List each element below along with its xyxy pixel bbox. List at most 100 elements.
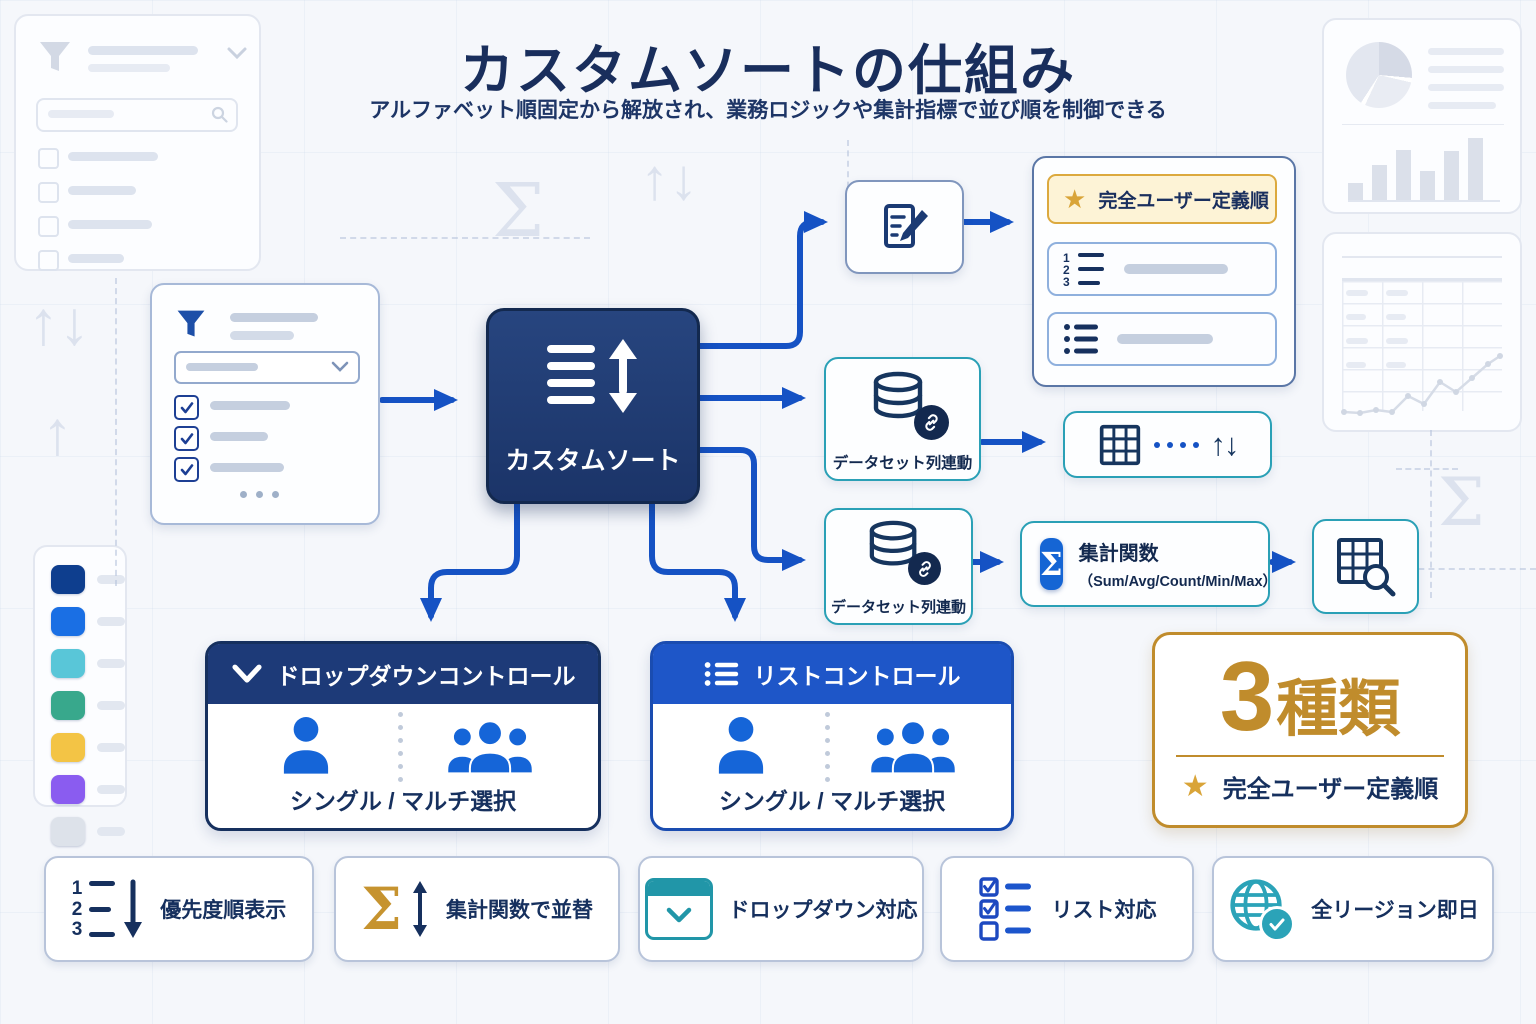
filter-panel [150, 283, 380, 525]
single-user-icon [718, 717, 764, 774]
dropdown-mock [174, 351, 360, 384]
table-search-icon [1336, 537, 1395, 596]
summary-badge-box: 3種類 ★ 完全ユーザー定義順 [1152, 632, 1468, 828]
pie-chart-icon [1346, 42, 1412, 108]
chevron-down-icon [231, 664, 262, 683]
aggregate-functions: （Sum/Avg/Count/Min/Max） [1078, 574, 1278, 590]
ghost-sigma: Σ [492, 168, 545, 254]
badge-caption: 完全ユーザー定義順 [1222, 776, 1439, 803]
dropdown-control-header: ドロップダウンコントロール [208, 644, 598, 704]
list-control-caption: シングル / マルチ選択 [718, 788, 946, 814]
edit-document-icon [884, 204, 928, 248]
edit-node [845, 180, 964, 274]
dataset-link-node-1: データセット列連動 [824, 357, 981, 481]
list-control-box: リストコントロール シングル / マルチ選択 [650, 641, 1014, 831]
custom-sort-node: カスタムソート [486, 308, 700, 504]
custom-sort-label: カスタムソート [505, 447, 681, 475]
list-control-title: リストコントロール [753, 663, 961, 689]
chevron-down-icon [227, 47, 247, 60]
check-badge-icon [1259, 906, 1296, 942]
feature-label: 全リージョン即日 [1311, 899, 1479, 922]
multi-user-icon [446, 720, 534, 774]
dropdown-control-caption: シングル / マルチ選択 [289, 788, 517, 814]
ghost-color-legend [33, 545, 127, 846]
user-defined-order-item: ★ 完全ユーザー定義順 [1047, 174, 1277, 224]
feature-label: リスト対応 [1051, 899, 1157, 922]
user-defined-order-label: 完全ユーザー定義順 [1098, 190, 1269, 212]
ghost-sort-arrows: ↑↓ [28, 289, 90, 358]
list-control-header: リストコントロール [653, 644, 1011, 704]
feature-card: リスト対応 [940, 856, 1194, 962]
ellipsis-icon [240, 491, 279, 498]
ghost-filter-panel [14, 14, 261, 271]
aggregate-node: Σ 集計関数 （Sum/Avg/Count/Min/Max） [1020, 521, 1277, 607]
search-icon [211, 106, 228, 123]
dropdown-control-title: ドロップダウンコントロール [276, 663, 576, 689]
sigma-sort-icon: Σ [361, 879, 430, 939]
feature-label: 集計関数で並替 [446, 899, 593, 922]
sigma-tile-icon: Σ [1040, 538, 1063, 590]
divider-dots [398, 712, 403, 782]
aggregate-title: 集計関数 [1078, 543, 1159, 565]
checkbox-checked-icon [174, 426, 199, 451]
chevron-down-icon [331, 361, 349, 372]
ghost-sigma-2: Σ [1438, 464, 1485, 541]
badge-divider [1176, 755, 1444, 757]
table-sort-node: ↑↓ [1063, 411, 1272, 478]
ellipsis-dots-icon [1153, 441, 1199, 448]
feature-label: 優先度順表示 [160, 899, 287, 922]
funnel-icon [177, 310, 205, 337]
sort-arrows-glyph: ↑↓ [1210, 426, 1240, 462]
ghost-chart-card [1322, 18, 1522, 214]
multi-user-icon [869, 720, 957, 774]
dataset-link-label: データセット列連動 [830, 599, 966, 616]
star-icon: ★ [1181, 769, 1209, 803]
single-user-icon [283, 717, 329, 774]
bullet-list-icon [704, 662, 738, 686]
badge-count: 3種類 [1155, 647, 1465, 745]
checklist-icon [978, 877, 1031, 941]
dashed-line [1396, 468, 1458, 470]
bar-chart-icon [1348, 136, 1500, 202]
badge-unit: 種類 [1276, 675, 1401, 744]
link-badge-icon [914, 405, 949, 440]
dashed-line [1398, 568, 1536, 570]
badge-caption-row: ★ 完全ユーザー定義順 [1155, 769, 1465, 804]
checkbox-checked-icon [174, 457, 199, 482]
checkbox-checked-icon [174, 395, 199, 420]
ghost-sort-arrows-2: ↑↓ [640, 147, 698, 212]
badge-number: 3 [1219, 641, 1277, 751]
link-badge-icon [908, 552, 941, 585]
feature-card: Σ 集計関数で並替 [334, 856, 620, 962]
dashed-line [1430, 430, 1432, 598]
feature-card: 全リージョン即日 [1212, 856, 1494, 962]
divider-dots [825, 712, 830, 782]
globe-check-icon [1227, 876, 1296, 942]
dashed-line [340, 237, 590, 239]
dataset-link-label: データセット列連動 [832, 455, 973, 472]
page-title: カスタムソートの仕組み [460, 41, 1076, 101]
result-table-node [1312, 519, 1419, 614]
line-chart-icon [1341, 353, 1503, 416]
dataset-link-node-2: データセット列連動 [824, 508, 973, 625]
funnel-icon [40, 42, 70, 71]
table-grid-icon [1099, 424, 1140, 465]
ghost-search-input [36, 98, 238, 132]
feature-label: ドロップダウン対応 [728, 899, 918, 922]
dropdown-window-icon [644, 878, 713, 940]
ghost-up-arrow: ↑ [42, 399, 73, 468]
bullet-list-icon [1064, 324, 1098, 354]
dropdown-control-box: ドロップダウンコントロール シングル / マルチ選択 [205, 641, 601, 831]
page-subtitle: アルファベット順固定から解放され、業務ロジックや集計指標で並び順を制御できる [369, 99, 1167, 122]
sort-icon [547, 339, 637, 413]
bullet-list-item [1047, 312, 1277, 366]
star-icon: ★ [1063, 184, 1087, 214]
ghost-table-card [1322, 232, 1522, 432]
dashed-line [115, 278, 117, 586]
